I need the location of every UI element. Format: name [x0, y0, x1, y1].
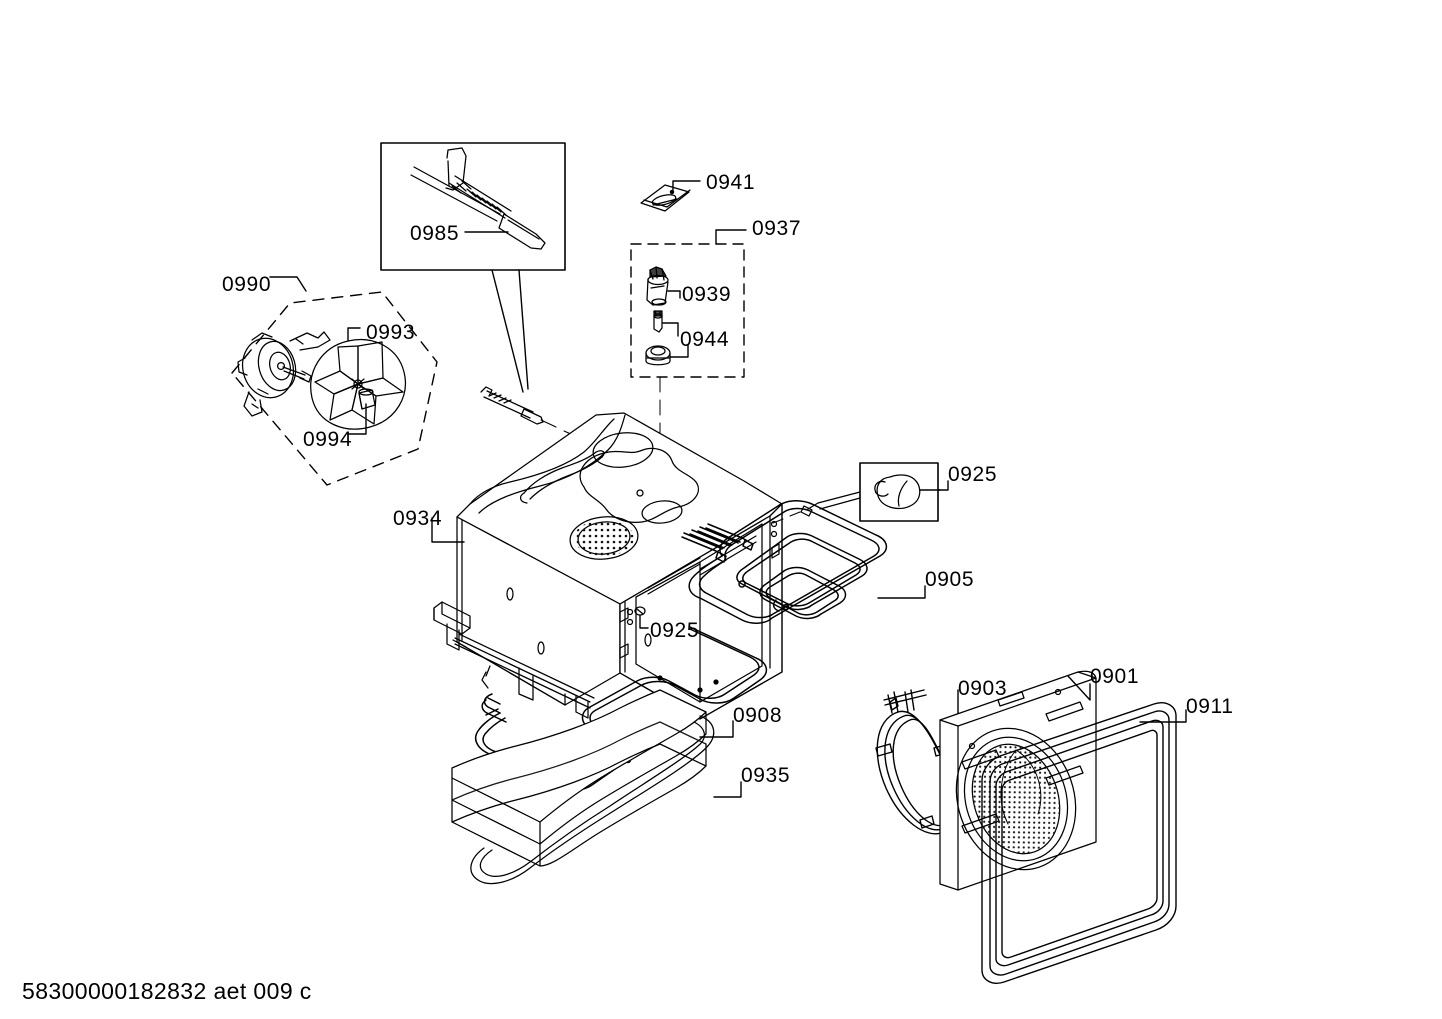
callout-label-0905: 0905	[925, 568, 975, 591]
part-0944-seal-ring	[645, 345, 671, 366]
callout-label-0993: 0993	[366, 321, 416, 344]
callout-label-0985: 0985	[410, 222, 460, 245]
callout-label-0944: 0944	[680, 328, 730, 351]
callout-label-0925-detail: 0925	[948, 463, 998, 486]
screw-0925-cavity	[634, 606, 646, 616]
callout-label-0935: 0935	[741, 764, 791, 787]
document-footer-code: 58300000182832 aet 009 c	[22, 978, 312, 1004]
callout-label-0994: 0994	[303, 428, 353, 451]
group-box-0937	[630, 243, 745, 378]
fan-bushing-0994	[358, 388, 376, 410]
callout-label-0990: 0990	[222, 273, 272, 296]
part-0944-bulb	[653, 310, 663, 333]
callout-label-0925-cavity: 0925	[650, 619, 700, 642]
callout-label-0939: 0939	[682, 283, 732, 306]
detail-box-0985	[380, 142, 566, 271]
fan-motor-0990	[237, 331, 331, 417]
rear-panel-0901	[939, 670, 1097, 891]
group-box-0990	[231, 291, 438, 486]
callout-label-0934: 0934	[393, 507, 443, 530]
part-0941-gasket	[640, 184, 691, 212]
cavity-left-bracket	[433, 601, 595, 719]
probe-part-placed	[480, 386, 544, 425]
detail-box-0925	[859, 462, 939, 522]
callout-label-0937: 0937	[752, 217, 802, 240]
part-0939-lamp-cover	[646, 266, 669, 306]
callout-label-0908: 0908	[733, 704, 783, 727]
oven-cavity-0934	[456, 412, 783, 720]
fan-impeller-0993	[310, 339, 406, 430]
heating-element-0905	[681, 500, 888, 624]
door-seal-0911	[981, 702, 1177, 984]
callout-label-0901: 0901	[1090, 665, 1140, 688]
insulation-mat-0935	[451, 689, 715, 885]
callout-label-0903: 0903	[958, 677, 1008, 700]
callout-label-0911: 0911	[1186, 695, 1234, 718]
callout-label-0941: 0941	[706, 171, 756, 194]
